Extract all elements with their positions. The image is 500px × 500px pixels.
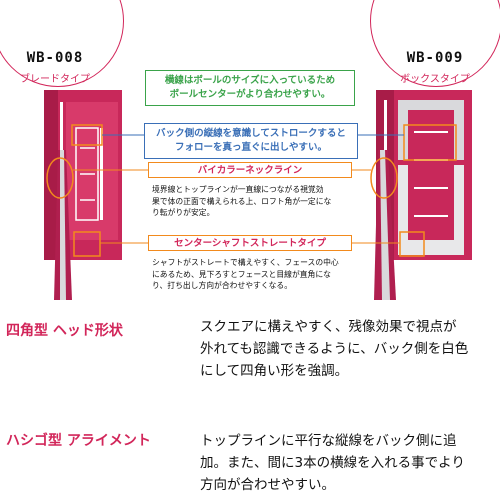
description-line: り、打ち出し方向が合わせやすくなる。 — [152, 281, 293, 290]
feature-line: 外れても認識できるように、バック側を白色 — [200, 341, 469, 357]
description-line: 境界線とトップラインが一直線につながる視覚効 — [152, 185, 324, 194]
feature-line: にして四角い形を強調。 — [200, 363, 349, 379]
feature-title-head-shape: 四角型 ヘッド形状 — [6, 323, 123, 339]
feature-body-alignment: トップラインに平行な縦線をバック側に追 加。また、間に3本の横線を入れる事でより… — [200, 430, 465, 496]
feature-line: 方向が合わせやすい。 — [200, 477, 335, 493]
description-line: にあるため、見下ろすとフェースと目線が直角にな — [152, 269, 331, 279]
putter-illustration — [44, 90, 472, 300]
feature-line: スクエアに構えやすく、残像効果で視点が — [200, 319, 457, 335]
left-model-name: WB-008 — [26, 50, 84, 66]
callout-line: フォローを真っ直ぐに出しやすい。 — [175, 142, 327, 153]
left-neck-marker — [46, 157, 74, 199]
description-line: 果で体の正面で構えられる上、ロフト角が一定にな — [152, 196, 332, 206]
right-top-marker — [403, 124, 457, 161]
follow-through-callout: バック側の縦線を意識してストロークすると フォローを真っ直ぐに出しやすい。 — [144, 123, 358, 159]
right-shaft-marker — [399, 231, 425, 257]
feature-line: 加。また、間に3本の横線を入れる事でより — [200, 455, 465, 471]
bicolor-neckline-banner: バイカラーネックライン — [148, 162, 352, 178]
callout-line: 横線はボールのサイズに入っているため — [164, 75, 336, 86]
left-putter-shaft — [54, 150, 72, 300]
callout-line: ボールセンターがより合わせやすい。 — [169, 89, 331, 100]
right-model-type: ボックスタイプ — [400, 74, 470, 85]
feature-body-head-shape: スクエアに構えやすく、残像効果で視点が 外れても認識できるように、バック側を白色… — [200, 316, 468, 382]
left-putter-head — [44, 90, 122, 260]
shaft-description: シャフトがストレートで構えやすく、フェースの中心 にあるため、見下ろすとフェース… — [152, 257, 357, 292]
right-putter-shaft — [374, 150, 396, 300]
description-line: り転がりが安定。 — [152, 208, 215, 217]
left-model-type: ブレードタイプ — [20, 74, 90, 85]
feature-title-alignment: ハシゴ型 アライメント — [6, 433, 151, 449]
right-model-name: WB-009 — [406, 50, 464, 66]
right-neck-marker — [370, 157, 398, 199]
left-shaft-marker — [73, 231, 101, 257]
neckline-description: 境界線とトップラインが一直線につながる視覚効 果で体の正面で構えられる上、ロフト… — [152, 184, 357, 219]
callout-line: バック側の縦線を意識してストロークすると — [156, 128, 346, 139]
description-line: シャフトがストレートで構えやすく、フェースの中心 — [152, 258, 339, 267]
center-shaft-banner: センターシャフトストレートタイプ — [148, 235, 352, 251]
feature-line: トップラインに平行な縦線をバック側に追 — [200, 433, 457, 449]
ball-center-callout: 横線はボールのサイズに入っているため ボールセンターがより合わせやすい。 — [145, 70, 355, 106]
